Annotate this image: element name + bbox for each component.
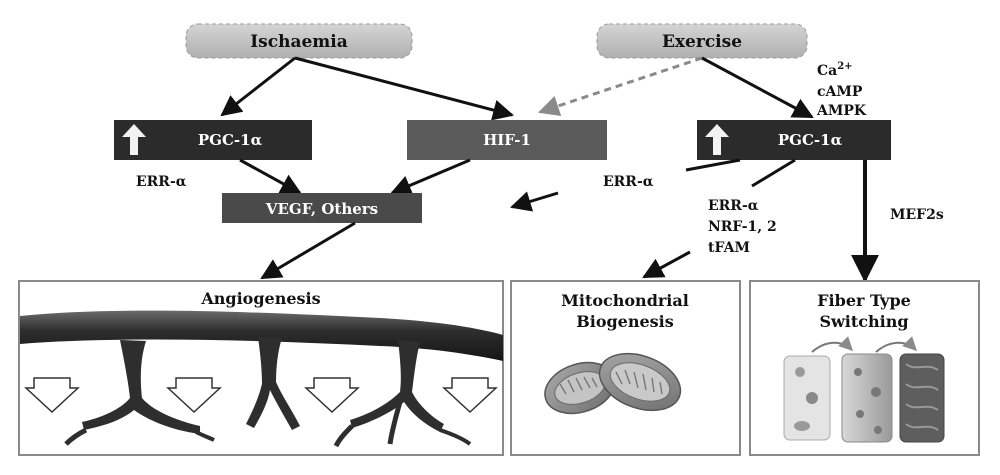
tfam-label: tFAM <box>708 240 750 256</box>
hif-label: HIF-1 <box>483 131 531 149</box>
arrow-exercise-pgc <box>701 56 814 119</box>
muscle-fiber-illustration <box>783 336 945 443</box>
mito-title-line1: Mitochondrial <box>561 291 689 310</box>
nrf-label: NRF-1, 2 <box>708 219 777 235</box>
exercise-label: Exercise <box>662 32 742 52</box>
err-right-label: ERR-α <box>708 198 759 214</box>
ischaemia-node: Ischaemia <box>185 23 413 59</box>
arrow-vegf-angio <box>260 221 356 280</box>
pgc-left-label: PGC-1α <box>198 131 263 149</box>
arrow-ischaemia-pgc <box>220 56 296 117</box>
arrow-ischaemia-hif <box>294 56 515 121</box>
mef2s-label: MEF2s <box>890 207 944 223</box>
up-arrow-icon <box>122 124 146 155</box>
mitochondrial-panel: Mitochondrial Biogenesis <box>510 280 741 456</box>
down-arrow-icon <box>304 377 360 414</box>
hif-node: HIF-1 <box>407 120 607 160</box>
down-arrow-icon <box>442 377 498 414</box>
ampk-label: AMPK <box>816 103 867 119</box>
arrow-hif-vegf <box>390 158 471 196</box>
arrow-err-vegf <box>509 191 559 212</box>
angiogenesis-title: Angiogenesis <box>200 289 320 308</box>
down-arrow-icon <box>166 377 222 414</box>
pgc-left-node: PGC-1α <box>114 120 312 160</box>
fiber-type-panel: Fiber Type Switching <box>749 280 980 456</box>
arrow-to-mito <box>642 250 691 279</box>
pgc-right-label: PGC-1α <box>778 131 843 149</box>
ischaemia-label: Ischaemia <box>250 32 348 52</box>
mito-title-line2: Biogenesis <box>576 312 674 331</box>
exercise-node: Exercise <box>596 23 808 59</box>
up-arrow-icon <box>705 124 729 155</box>
angiogenesis-panel: Angiogenesis <box>18 280 504 456</box>
ca-label: Ca2+ <box>817 61 853 79</box>
err-mid-label: ERR-α <box>603 174 654 190</box>
line-pgc-mito <box>751 158 796 188</box>
arrow-pgc-vegf <box>239 158 302 195</box>
fiber-title-line2: Switching <box>819 312 908 331</box>
blood-vessel-illustration <box>20 310 503 448</box>
down-arrow-icon <box>24 377 80 414</box>
vegf-label: VEGF, Others <box>265 200 378 218</box>
arrow-exercise-hif-dashed <box>538 56 703 116</box>
vegf-node: VEGF, Others <box>222 193 422 223</box>
pgc-right-node: PGC-1α <box>697 120 891 160</box>
line-pgc-err <box>685 158 741 172</box>
camp-label: cAMP <box>817 84 863 100</box>
mitochondrion-illustration <box>544 352 682 415</box>
err-left-label: ERR-α <box>136 174 187 190</box>
fiber-title-line1: Fiber Type <box>817 291 911 310</box>
